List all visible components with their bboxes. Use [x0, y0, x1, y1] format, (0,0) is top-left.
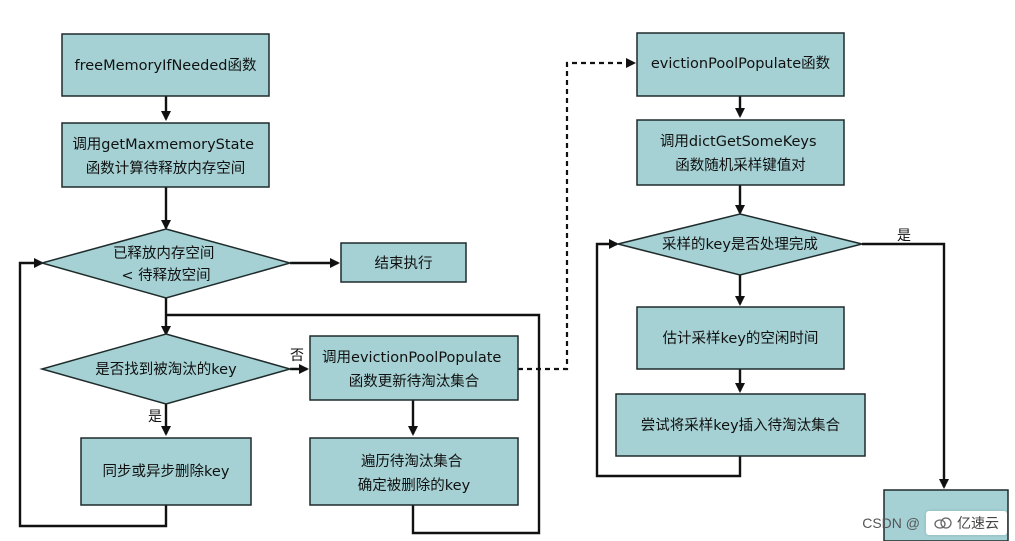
decision-sample-done: 采样的key是否处理完成: [617, 213, 863, 276]
watermark-csdn: CSDN @: [862, 515, 920, 531]
connectors-right: [595, 96, 949, 489]
decision-released-check-label: 已释放内存空间 < 待释放空间: [113, 245, 219, 284]
decision-found-key: 是否找到被淘汰的key: [39, 333, 293, 405]
node-call-eviction-pool-label: 调用evictionPoolPopulate 函数更新待淘汰集合: [322, 349, 506, 390]
edge-done-yes: [862, 242, 949, 489]
decision-sample-done-label: 采样的key是否处理完成: [662, 236, 818, 253]
node-eviction-pool-populate-label: evictionPoolPopulate函数: [651, 55, 831, 72]
node-get-maxmemory-label: 调用getMaxmemoryState 函数计算待释放内存空间: [72, 136, 258, 177]
node-traverse-pool: 遍历待淘汰集合 确定被删除的key: [309, 437, 519, 506]
node-call-dict-get-some-keys-label: 调用dictGetSomeKeys 函数随机采样键值对: [660, 133, 821, 174]
decision-released-check: 已释放内存空间 < 待释放空间: [39, 228, 293, 299]
node-end-exec-label: 结束执行: [375, 255, 433, 272]
label-no-found: 否: [290, 348, 304, 364]
node-call-eviction-pool: 调用evictionPoolPopulate 函数更新待淘汰集合: [309, 335, 519, 401]
label-yes-found: 是: [148, 409, 162, 425]
connectors-left: [18, 96, 541, 535]
node-get-maxmemory: 调用getMaxmemoryState 函数计算待释放内存空间: [61, 122, 270, 188]
watermark-brand: 亿速云: [957, 515, 999, 531]
edge-insert-loop-back: [595, 239, 742, 478]
node-estimate-idle-label: 估计采样key的空闲时间: [663, 330, 819, 347]
node-free-memory: freeMemoryIfNeeded函数: [61, 33, 270, 97]
watermark: CSDN @ 亿速云: [862, 511, 1007, 535]
edge-traverse-loop-back: [166, 313, 541, 535]
node-eviction-pool-populate: evictionPoolPopulate函数: [636, 32, 845, 97]
node-sync-async-delete-label: 同步或异步删除key: [103, 463, 230, 480]
node-call-dict-get-some-keys: 调用dictGetSomeKeys 函数随机采样键值对: [636, 119, 845, 186]
node-free-memory-label: freeMemoryIfNeeded函数: [75, 57, 257, 74]
edge-call-to-pool-populate-dotted: [518, 58, 636, 371]
node-insert-pool-label: 尝试将采样key插入待淘汰集合: [641, 417, 841, 434]
node-insert-pool: 尝试将采样key插入待淘汰集合: [615, 393, 866, 457]
node-sync-async-delete: 同步或异步删除key: [80, 437, 252, 506]
node-estimate-idle: 估计采样key的空闲时间: [636, 306, 845, 370]
node-traverse-pool-label: 遍历待淘汰集合 确定被删除的key: [358, 453, 471, 494]
cloud-logo-icon: [934, 517, 952, 529]
watermark-brand-box: 亿速云: [926, 511, 1007, 535]
node-end-exec: 结束执行: [340, 242, 467, 283]
label-yes-done: 是: [897, 228, 911, 244]
decision-found-key-label: 是否找到被淘汰的key: [95, 361, 237, 378]
edge-delete-loop-back: [18, 258, 168, 528]
